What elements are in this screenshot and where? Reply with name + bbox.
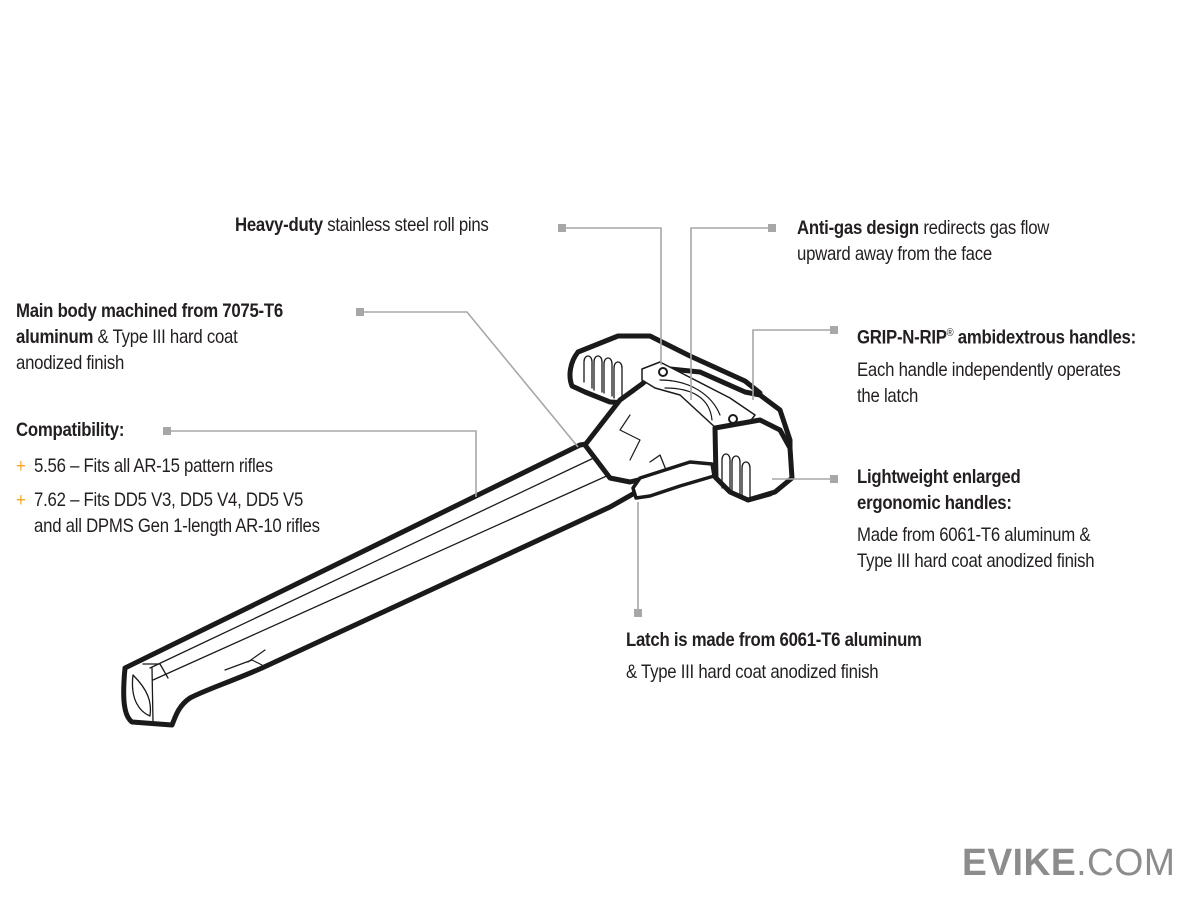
leader-marker [830, 326, 838, 334]
compatibility-item: + 5.56 – Fits all AR-15 pattern rifles [16, 453, 320, 479]
callout-main-body: Main body machined from 7075-T6 aluminum… [16, 298, 283, 376]
callout-lightweight-handles: Lightweight enlarged ergonomic handles: … [857, 464, 1095, 574]
callout-text: Type III hard coat anodized finish [857, 550, 1095, 572]
callout-text: anodized finish [16, 352, 125, 374]
leader-anti-gas [690, 227, 772, 400]
callout-heading: Heavy-duty [235, 214, 323, 236]
plus-icon: + [16, 455, 26, 477]
leader-marker [768, 224, 776, 232]
leader-marker [558, 224, 566, 232]
callout-heading: Anti-gas design [797, 217, 919, 239]
callout-text: 7.62 – Fits DD5 V3, DD5 V4, DD5 V5 [34, 489, 304, 511]
callout-heading: ergonomic handles: [857, 492, 1012, 514]
callout-heading: Main body machined from 7075-T6 [16, 300, 283, 322]
shaft-edge-line [152, 469, 621, 681]
callout-text: redirects gas flow [918, 217, 1050, 239]
callout-text: the latch [857, 384, 919, 407]
leader-grip-n-rip [752, 329, 834, 400]
callout-text: 5.56 – Fits all AR-15 pattern rifles [34, 455, 273, 477]
shaft-outline [121, 435, 643, 728]
callout-heading: Latch is made from 6061-T6 aluminum [626, 629, 922, 651]
callout-heading: ambidextrous handles: [953, 326, 1136, 349]
callout-text: Each handle independently operates [857, 358, 1121, 381]
callout-text: upward away from the face [797, 243, 992, 265]
callout-heading: aluminum [16, 326, 94, 348]
callout-text: & Type III hard coat [93, 326, 238, 348]
shaft-edge-line [149, 454, 601, 669]
callout-latch: Latch is made from 6061-T6 aluminum & Ty… [626, 627, 922, 685]
callout-grip-n-rip: GRIP-N-RIP® ambidextrous handles: Each h… [857, 320, 1136, 409]
logo-light-text: .COM [1076, 842, 1176, 884]
leader-main-body [360, 311, 579, 448]
callout-heading: Lightweight enlarged [857, 466, 1021, 488]
plus-icon: + [16, 489, 26, 511]
callout-text: and all DPMS Gen 1-length AR-10 rifles [34, 515, 320, 537]
callout-text: stainless steel roll pins [322, 214, 489, 236]
leader-compatibility [167, 430, 477, 497]
callout-text: Made from 6061-T6 aluminum & [857, 524, 1091, 546]
roll-pin-icon [658, 367, 668, 377]
leader-marker [163, 427, 171, 435]
latch [631, 460, 716, 500]
callout-compatibility: Compatibility: + 5.56 – Fits all AR-15 p… [16, 417, 320, 539]
registered-mark: ® [946, 327, 954, 339]
callout-heading: GRIP-N-RIP [857, 326, 947, 349]
leader-marker [356, 308, 364, 316]
leader-marker [830, 475, 838, 483]
leader-marker [634, 609, 642, 617]
right-handle [712, 417, 795, 503]
compatibility-item: + 7.62 – Fits DD5 V3, DD5 V4, DD5 V5 and… [16, 487, 320, 539]
evike-logo: EVIKE.COM [962, 842, 1175, 885]
leader-roll-pins [562, 227, 662, 365]
callout-heading: Compatibility: [16, 419, 125, 441]
callout-text: & Type III hard coat anodized finish [626, 661, 879, 683]
callout-anti-gas: Anti-gas design redirects gas flow upwar… [797, 215, 1049, 267]
callout-roll-pins: Heavy-duty stainless steel roll pins [235, 212, 489, 238]
logo-strong-text: EVIKE [962, 842, 1077, 884]
